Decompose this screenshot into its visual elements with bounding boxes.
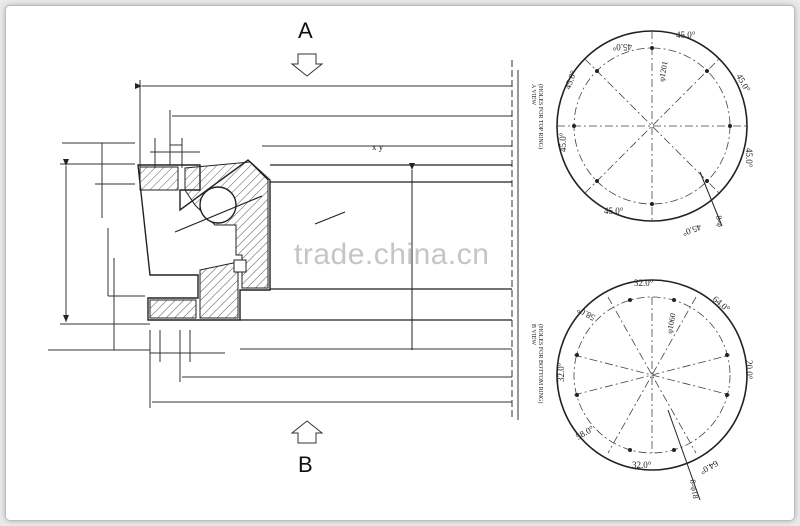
svg-text:45.0°: 45.0° (744, 148, 754, 168)
svg-text:45.0°: 45.0° (562, 69, 578, 91)
top-ring-holes (572, 46, 732, 206)
svg-text:φ1201: φ1201 (657, 60, 669, 82)
svg-text:A VIEW: A VIEW (530, 84, 536, 105)
top-ring-view: 45.0° 45.0° 45.0° 45.0° 45.0° 45.0° 45.0… (556, 30, 754, 238)
view-label-b: B (298, 452, 313, 477)
bottom-ring-title: B VIEW (HOLES FOR BOTTOM RING) (530, 324, 544, 403)
svg-text:58.0°: 58.0° (574, 423, 596, 442)
svg-text:32.0°: 32.0° (632, 460, 652, 470)
bottom-ring-view: 32.0° 64.0° 20.0° 64.0° 32.0° 58.0° 32.0… (556, 278, 754, 501)
top-ring-title: A VIEW (HOLES FOR TOP RING) (530, 84, 544, 149)
view-arrow-b: B (290, 420, 324, 477)
svg-text:(HOLES FOR TOP RING): (HOLES FOR TOP RING) (537, 84, 544, 149)
view-label-a: A (298, 18, 313, 43)
dimension-lines-bottom (149, 330, 512, 408)
svg-text:8-φ18: 8-φ18 (688, 479, 700, 500)
dimension-lines-left (48, 138, 225, 362)
svg-text:φ1060: φ1060 (665, 312, 677, 334)
view-arrow-a: A (290, 18, 324, 77)
technical-drawing: A B x y (48, 18, 754, 501)
svg-text:8-φ: 8-φ (714, 215, 725, 228)
bottom-ring-holes (575, 298, 729, 452)
svg-text:20.0°: 20.0° (744, 360, 754, 380)
svg-text:45.0°: 45.0° (681, 222, 703, 238)
dim-label-top: x y (372, 142, 384, 152)
svg-text:32.0°: 32.0° (556, 362, 566, 382)
svg-text:45.0°: 45.0° (676, 30, 696, 40)
svg-text:B VIEW: B VIEW (530, 324, 536, 345)
drawing-frame: A B x y (6, 6, 794, 520)
ring-cross-section (137, 159, 512, 350)
svg-text:45.0°: 45.0° (612, 42, 632, 52)
svg-text:32.0°: 32.0° (634, 278, 654, 288)
svg-text:64.0°: 64.0° (698, 458, 720, 477)
watermark: trade.china.cn (294, 238, 490, 271)
svg-text:45.0°: 45.0° (558, 132, 568, 152)
svg-text:45.0°: 45.0° (604, 206, 624, 216)
svg-text:(HOLES FOR BOTTOM RING): (HOLES FOR BOTTOM RING) (537, 324, 544, 403)
dimension-lines-top (135, 60, 519, 420)
